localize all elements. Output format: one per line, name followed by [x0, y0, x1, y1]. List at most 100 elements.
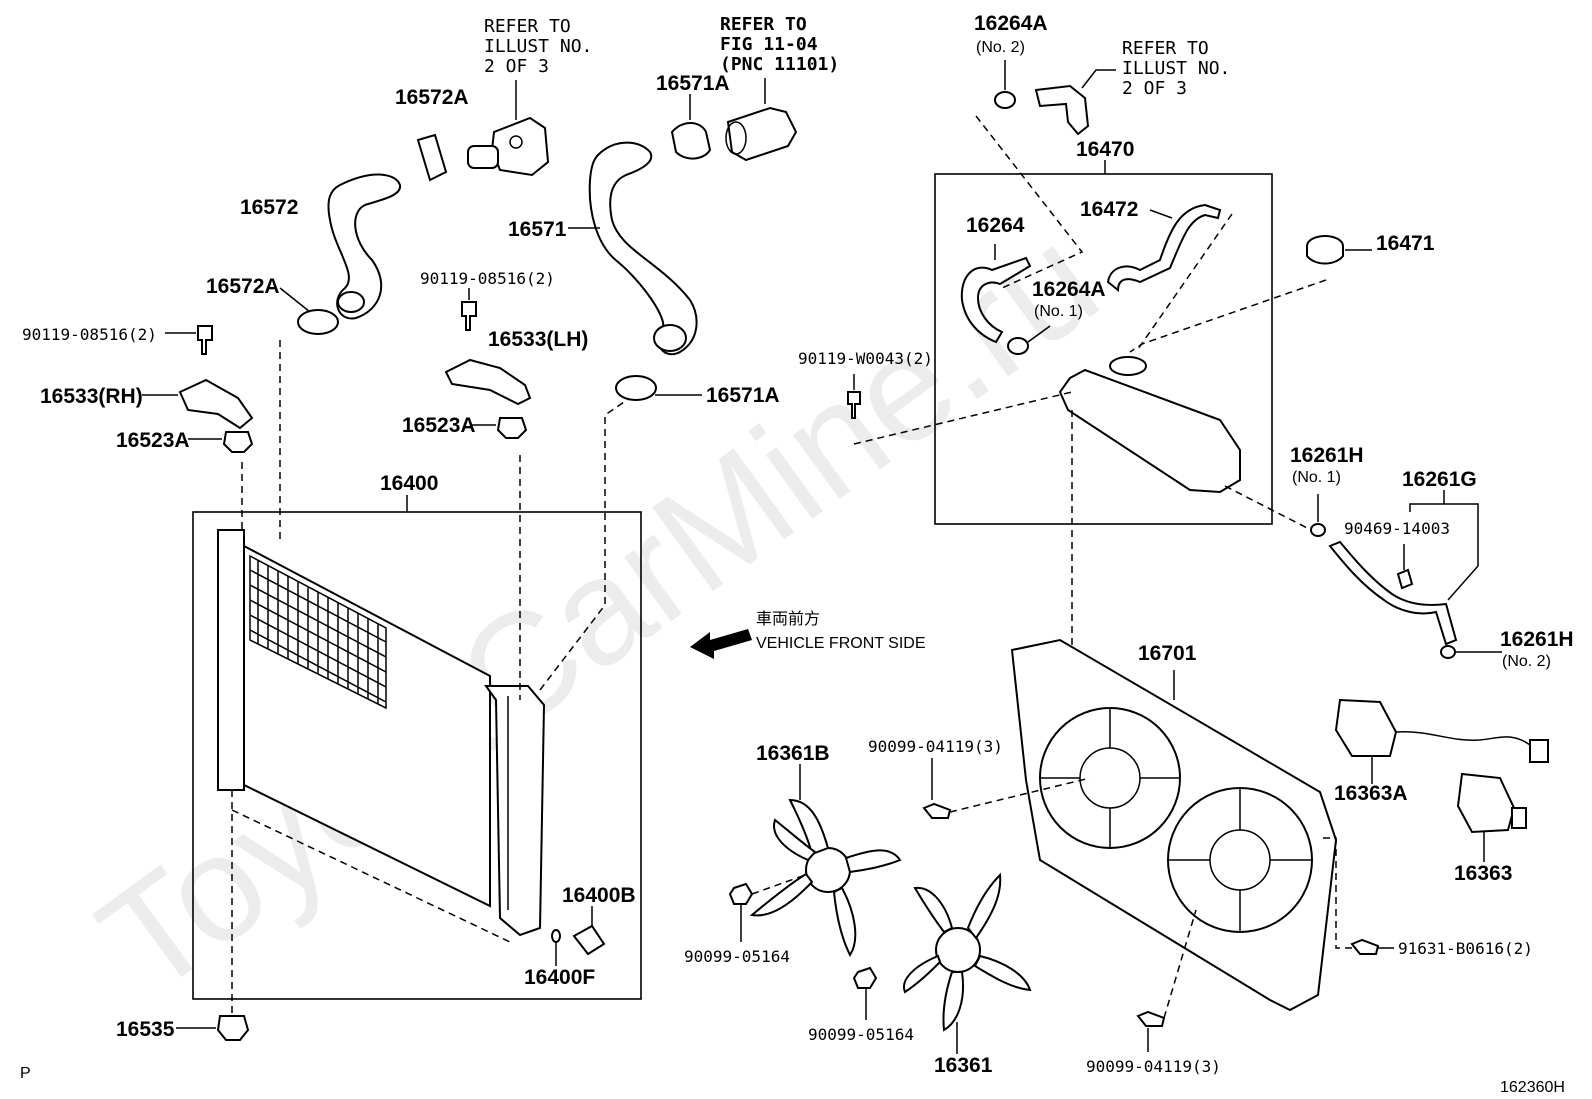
reserve-tank-assembly-box	[934, 173, 1273, 525]
overflow-hose-16261G[interactable]	[1328, 540, 1458, 646]
label-16523A-lh: 16523A	[402, 414, 476, 437]
label-16470: 16470	[1076, 138, 1134, 161]
svg-text:REFER TO: REFER TO	[1122, 38, 1209, 59]
svg-text:(PNC 11101): (PNC 11101)	[720, 54, 839, 75]
label-16471: 16471	[1376, 232, 1435, 255]
label-16363: 16363	[1454, 862, 1512, 885]
label-16533-lh: 16533(LH)	[488, 328, 588, 351]
nut-90099-05164-left[interactable]	[728, 882, 754, 905]
radiator-cushion-16523A-lh[interactable]	[496, 417, 528, 439]
drain-cock-plug-16400B[interactable]	[572, 924, 606, 956]
cooling-fan-16361B[interactable]	[749, 798, 902, 957]
direction-english: VEHICLE FRONT SIDE	[756, 635, 926, 652]
cooling-fan-16361[interactable]	[903, 872, 1032, 1032]
hose-clamp-16571A-bottom[interactable]	[615, 375, 657, 401]
label-16261H-no1: 16261H	[1290, 444, 1364, 467]
label-16261G: 16261G	[1402, 468, 1477, 491]
radiator-core[interactable]	[217, 529, 546, 937]
fan-motor-16363A[interactable]	[1334, 698, 1549, 763]
water-outlet-housing	[467, 116, 550, 177]
label-91631-B0616: 91631-B0616(2)	[1398, 939, 1533, 958]
hose-clamp-16572A-bottom[interactable]	[297, 309, 339, 335]
reserve-tank-pipe	[1034, 84, 1090, 136]
radiator-cushion-16523A-rh[interactable]	[222, 431, 254, 453]
fan-shroud-16701[interactable]	[1010, 638, 1338, 1012]
label-90099-05164-left: 90099-05164	[684, 947, 790, 966]
clip-90469-14003[interactable]	[1396, 568, 1414, 590]
reserve-tank-hose-16264[interactable]	[960, 256, 1032, 344]
label-90099-04119-top: 90099-04119(3)	[868, 737, 1003, 756]
label-16572A-top: 16572A	[395, 86, 469, 109]
direction-japanese: 車両前方	[756, 610, 820, 628]
svg-text:FIG 11-04: FIG 11-04	[720, 34, 818, 55]
label-16261H-no1-sub: (No. 1)	[1292, 469, 1341, 486]
bolt-90119-W0043[interactable]	[847, 391, 861, 419]
screw-90099-04119-bottom[interactable]	[1136, 1010, 1166, 1027]
label-16572A-bottom: 16572A	[206, 275, 280, 298]
radiator-cushion-16535[interactable]	[216, 1015, 250, 1041]
lower-radiator-hose-16571[interactable]	[588, 141, 698, 356]
page-mark: P	[20, 1065, 31, 1082]
bolt-90119-08516-lh[interactable]	[461, 301, 477, 331]
label-90469-14003: 90469-14003	[1344, 519, 1450, 538]
refer-note-reserve-pipe: REFER TO ILLUST NO. 2 OF 3	[1122, 38, 1230, 99]
svg-text:ILLUST NO.: ILLUST NO.	[484, 36, 592, 57]
svg-text:REFER TO: REFER TO	[720, 14, 807, 35]
label-16472: 16472	[1080, 198, 1138, 221]
label-16361: 16361	[934, 1054, 993, 1077]
label-16400: 16400	[380, 472, 438, 495]
reserve-tank-cap-16471[interactable]	[1306, 235, 1344, 265]
hose-clamp-16264A-no2[interactable]	[994, 91, 1016, 109]
label-16261H-no2: 16261H	[1500, 628, 1574, 651]
hose-clamp-16571A-top[interactable]	[670, 122, 712, 160]
label-16535: 16535	[116, 1018, 175, 1041]
reserve-tank-16470[interactable]	[1058, 368, 1241, 494]
label-16533-rh: 16533(RH)	[40, 385, 143, 408]
nut-90099-05164-mid[interactable]	[852, 966, 878, 989]
label-90119-08516-rh: 90119-08516(2)	[22, 325, 157, 344]
label-16264: 16264	[966, 214, 1025, 237]
label-16571A-top: 16571A	[656, 72, 730, 95]
water-inlet-pipe	[726, 106, 798, 162]
label-16261H-no2-sub: (No. 2)	[1502, 653, 1551, 670]
reserve-tank-hose-16472[interactable]	[1106, 203, 1222, 293]
hose-clamp-16264A-no1[interactable]	[1007, 337, 1029, 355]
label-16264A-no2-sub: (No. 2)	[976, 39, 1025, 56]
radiator-assembly-box	[192, 511, 642, 1000]
svg-text:2 OF 3: 2 OF 3	[1122, 78, 1187, 99]
bolt-91631-B0616[interactable]	[1350, 938, 1380, 955]
svg-text:REFER TO: REFER TO	[484, 16, 571, 37]
svg-text:ILLUST NO.: ILLUST NO.	[1122, 58, 1230, 79]
label-16701: 16701	[1138, 642, 1197, 665]
upper-radiator-hose-16572[interactable]	[327, 173, 402, 320]
bolt-90119-08516-rh[interactable]	[197, 325, 213, 355]
screw-90099-04119-top[interactable]	[922, 802, 952, 819]
label-16572: 16572	[240, 196, 298, 219]
label-16523A-rh: 16523A	[116, 429, 190, 452]
label-90099-04119-bottom: 90099-04119(3)	[1086, 1057, 1221, 1076]
refer-note-inlet-pipe: REFER TO FIG 11-04 (PNC 11101)	[720, 14, 839, 75]
oring-16400F[interactable]	[551, 929, 561, 943]
svg-text:2 OF 3: 2 OF 3	[484, 56, 549, 77]
label-16264A-no1-sub: (No. 1)	[1034, 303, 1083, 320]
label-16264A-no2: 16264A	[974, 12, 1048, 35]
figure-id: 162360H	[1500, 1079, 1565, 1096]
radiator-support-16533-lh[interactable]	[444, 358, 532, 406]
label-16361B: 16361B	[756, 742, 830, 765]
radiator-support-16533-rh[interactable]	[178, 378, 254, 430]
hose-clamp-16572A-top[interactable]	[416, 133, 448, 182]
label-16363A: 16363A	[1334, 782, 1408, 805]
label-16400F: 16400F	[524, 966, 595, 989]
fan-motor-16363[interactable]	[1456, 772, 1527, 834]
label-90099-05164-mid: 90099-05164	[808, 1025, 914, 1044]
hose-clamp-16261H-no2[interactable]	[1440, 645, 1456, 659]
label-16571: 16571	[508, 218, 567, 241]
vehicle-front-arrow	[690, 629, 752, 659]
label-16264A-no1: 16264A	[1032, 278, 1106, 301]
label-90119-08516-lh: 90119-08516(2)	[420, 269, 555, 288]
refer-note-thermostat: REFER TO ILLUST NO. 2 OF 3	[484, 16, 592, 77]
hose-clamp-16261H-no1[interactable]	[1310, 523, 1326, 537]
label-90119-W0043: 90119-W0043(2)	[798, 349, 933, 368]
label-16400B: 16400B	[562, 884, 636, 907]
